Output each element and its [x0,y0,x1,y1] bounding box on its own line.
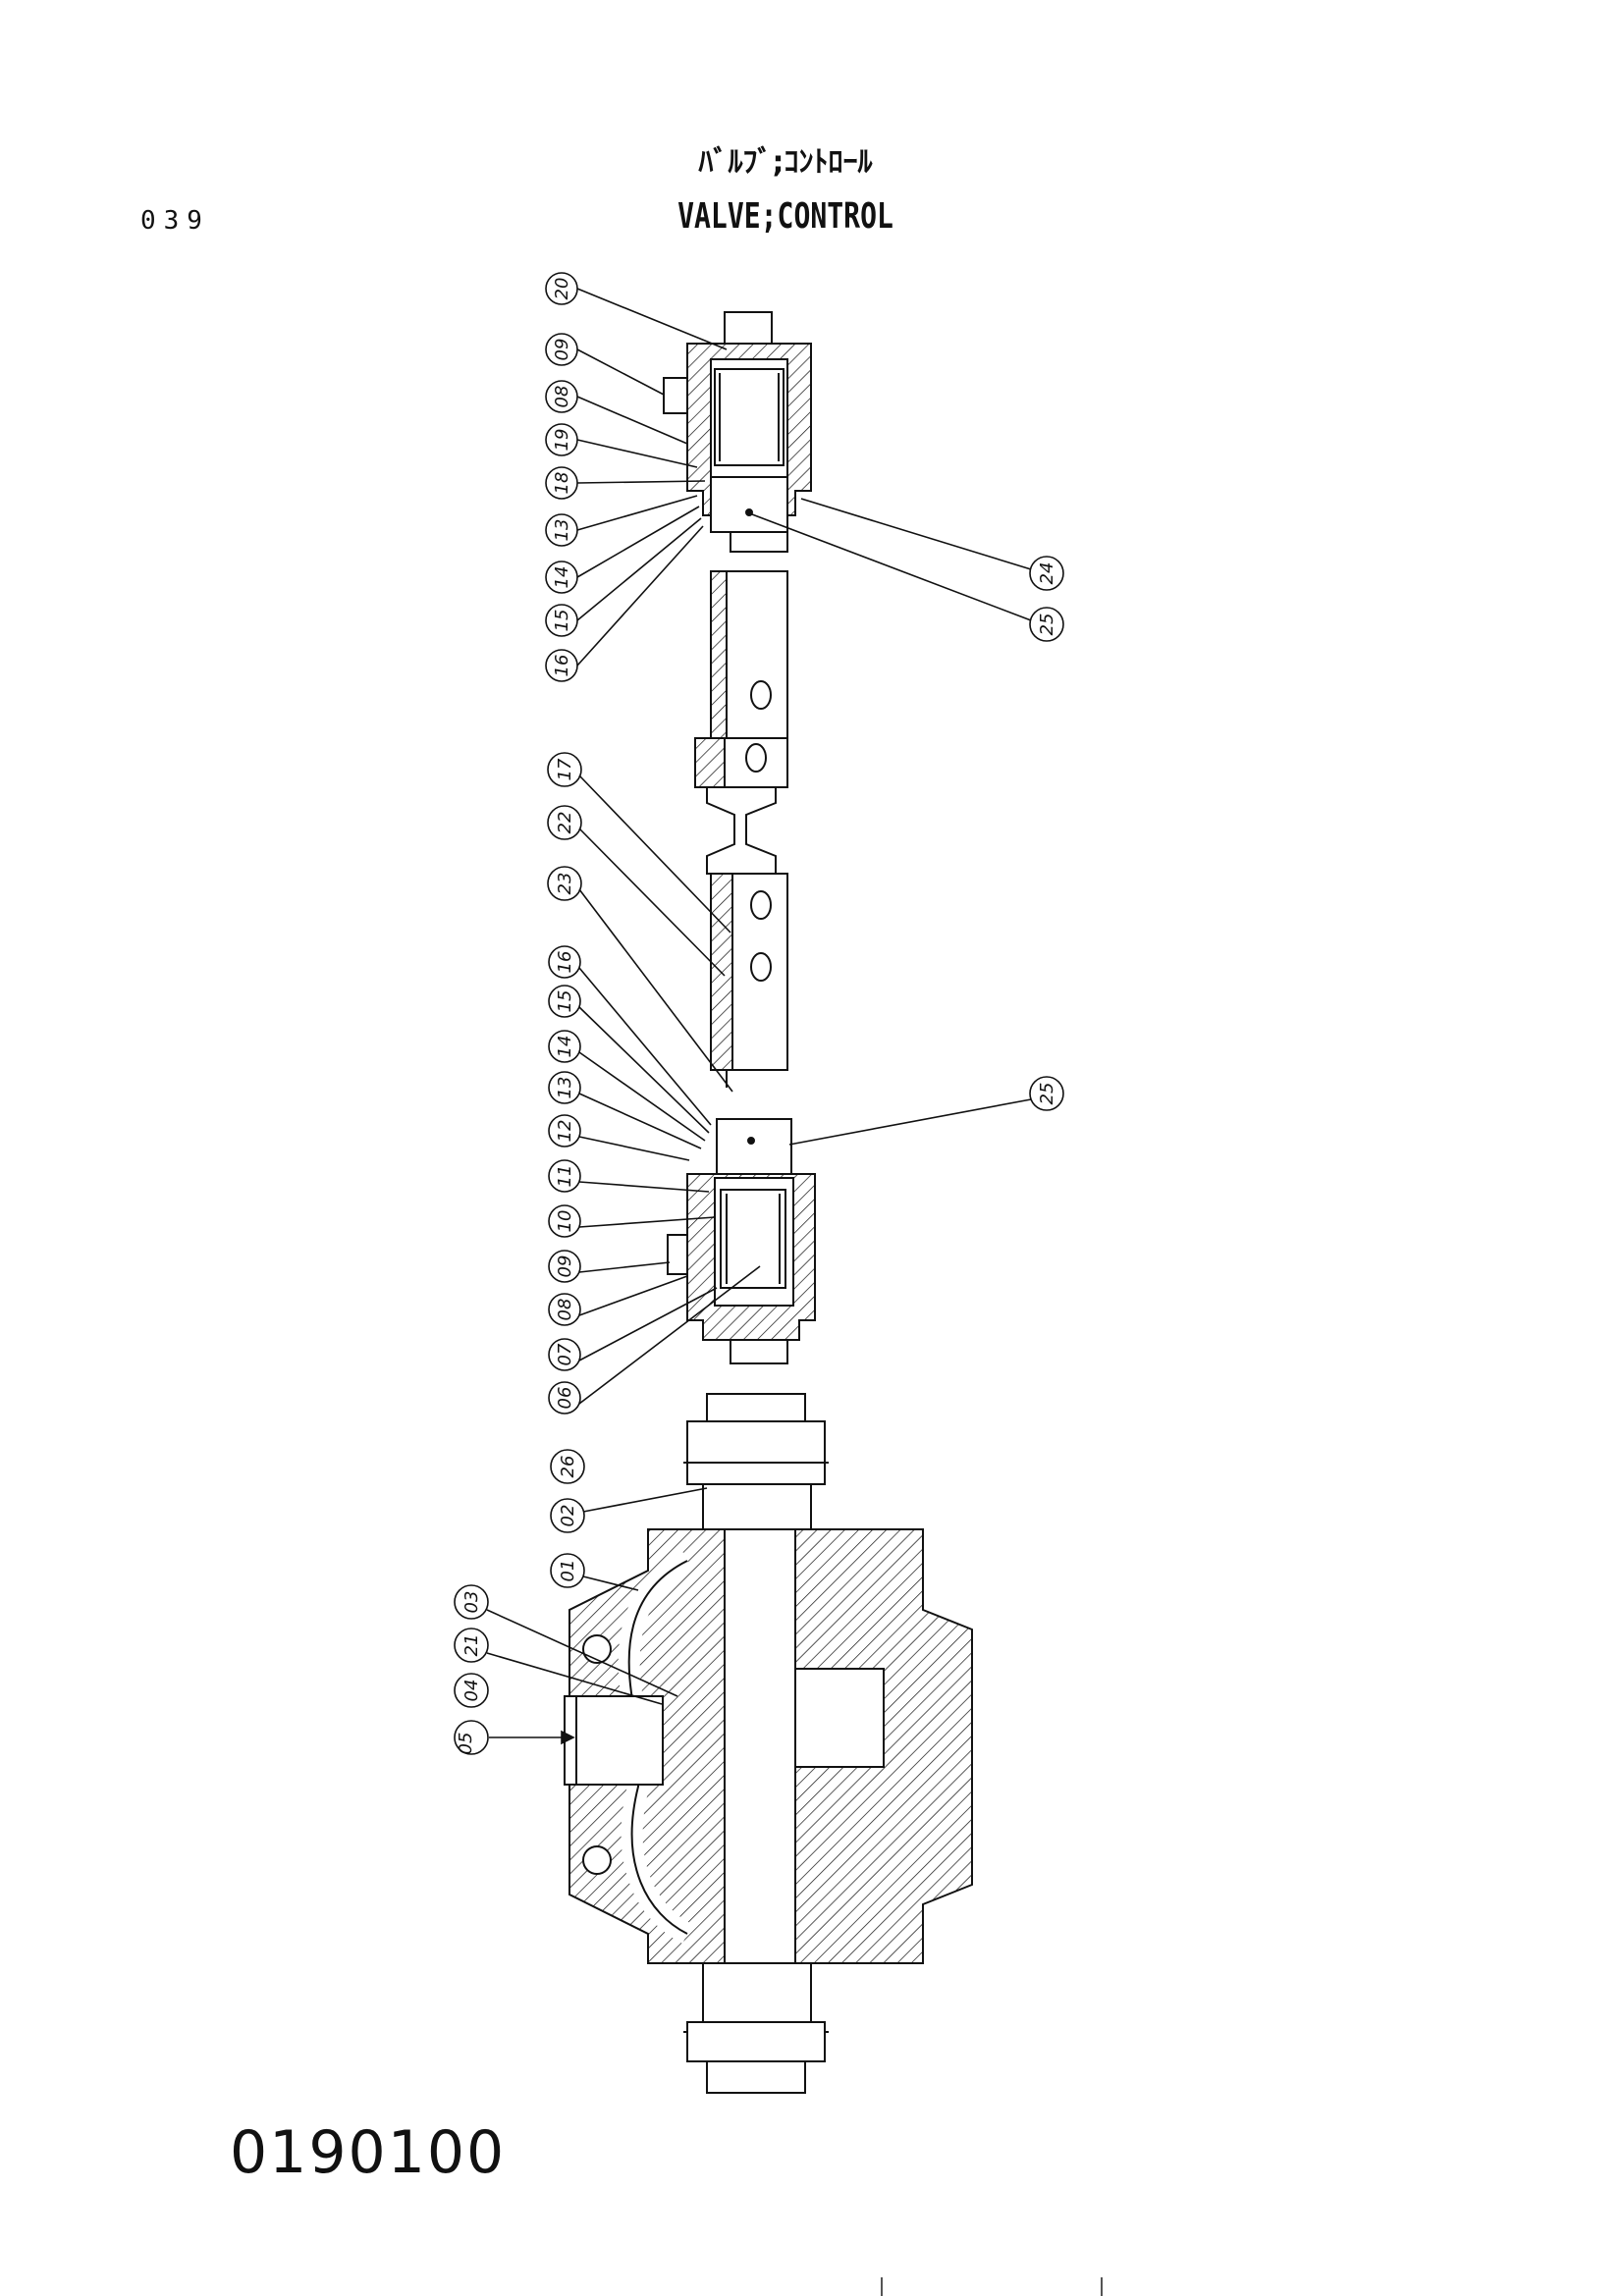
svg-text:22: 22 [555,812,575,834]
callout-01: 01 [550,1553,639,1591]
svg-text:19: 19 [552,429,572,452]
svg-text:25: 25 [1037,1083,1057,1105]
svg-text:24: 24 [1037,562,1057,585]
svg-text:25: 25 [1037,614,1057,636]
callout-26: 26 [550,1449,585,1484]
svg-text:04: 04 [461,1680,482,1702]
svg-text:13: 13 [555,1077,575,1099]
svg-text:07: 07 [555,1343,575,1365]
svg-text:15: 15 [552,610,572,632]
svg-text:01: 01 [558,1560,578,1582]
callout-25-upper: 25 [751,513,1064,642]
callout-13-lower: 13 [548,1071,702,1149]
callout-20: 20 [545,272,728,350]
callout-25-lower: 25 [788,1076,1064,1146]
callout-06: 06 [548,1265,761,1415]
svg-text:15: 15 [555,990,575,1013]
svg-text:11: 11 [555,1165,575,1188]
svg-text:09: 09 [555,1255,575,1278]
callout-03: 03 [454,1584,678,1697]
scan-marks [881,2277,1103,2296]
callout-15-lower: 15 [548,985,710,1134]
main-valve-body [564,1393,973,2094]
svg-text:12: 12 [555,1120,575,1143]
svg-text:20: 20 [552,278,572,300]
svg-text:26: 26 [558,1456,578,1478]
callout-02: 02 [550,1487,708,1533]
callout-05: 05 [454,1720,575,1755]
svg-text:03: 03 [461,1591,482,1614]
callouts-upper-left: 20 09 08 19 18 13 14 15 16 [545,272,728,682]
callouts-lower-left: 16 15 14 13 12 11 10 09 08 07 06 [548,945,761,1415]
callout-14: 14 [545,506,700,594]
svg-text:08: 08 [552,386,572,408]
callouts-lower-right: 25 [788,1076,1064,1146]
callout-24: 24 [800,498,1064,591]
callout-21: 21 [454,1628,663,1705]
svg-text:08: 08 [555,1299,575,1321]
callout-17: 17 [547,752,731,934]
callouts-body-left: 26 02 01 03 21 04 05 [454,1449,708,1755]
svg-text:05: 05 [456,1733,476,1755]
callout-04: 04 [454,1673,489,1708]
callout-16-lower: 16 [548,945,712,1126]
drawing-title: VALVE;CONTROL [677,196,893,237]
svg-text:13: 13 [552,519,572,542]
callout-08-lower: 08 [548,1275,688,1326]
svg-text:02: 02 [558,1505,578,1527]
drawing-title-japanese: ﾊﾞﾙﾌﾞ;ｺﾝﾄﾛｰﾙ [698,145,873,180]
callout-16: 16 [545,525,704,682]
upper-valve-assembly [663,311,812,553]
page-number: 039 [140,206,210,236]
spool [694,570,788,1088]
callouts-middle-left: 17 22 23 [547,752,733,1093]
callout-07: 07 [548,1287,718,1371]
svg-text:09: 09 [552,339,572,361]
callout-18: 18 [545,466,706,500]
svg-text:14: 14 [552,566,572,589]
callout-12: 12 [548,1114,690,1161]
callout-08: 08 [545,380,688,445]
svg-text:14: 14 [555,1036,575,1058]
lower-valve-assembly [667,1118,816,1364]
callout-19: 19 [545,423,698,468]
callout-22: 22 [547,805,726,977]
svg-text:16: 16 [555,951,575,974]
svg-text:17: 17 [555,758,575,780]
reference-code: 0190100 [230,2118,507,2187]
svg-text:23: 23 [555,873,575,895]
callout-13: 13 [545,495,698,547]
callouts-upper-right: 24 25 [751,498,1064,642]
callout-09: 09 [545,333,665,396]
svg-text:10: 10 [555,1210,575,1233]
svg-text:21: 21 [461,1634,482,1657]
callout-23: 23 [547,866,733,1093]
callout-10: 10 [548,1204,716,1238]
callout-15: 15 [545,517,702,637]
callout-14-lower: 14 [548,1030,706,1142]
svg-text:16: 16 [552,655,572,677]
svg-text:18: 18 [552,472,572,495]
callout-09-lower: 09 [548,1250,671,1283]
callout-11: 11 [548,1159,710,1193]
svg-text:06: 06 [555,1387,575,1410]
